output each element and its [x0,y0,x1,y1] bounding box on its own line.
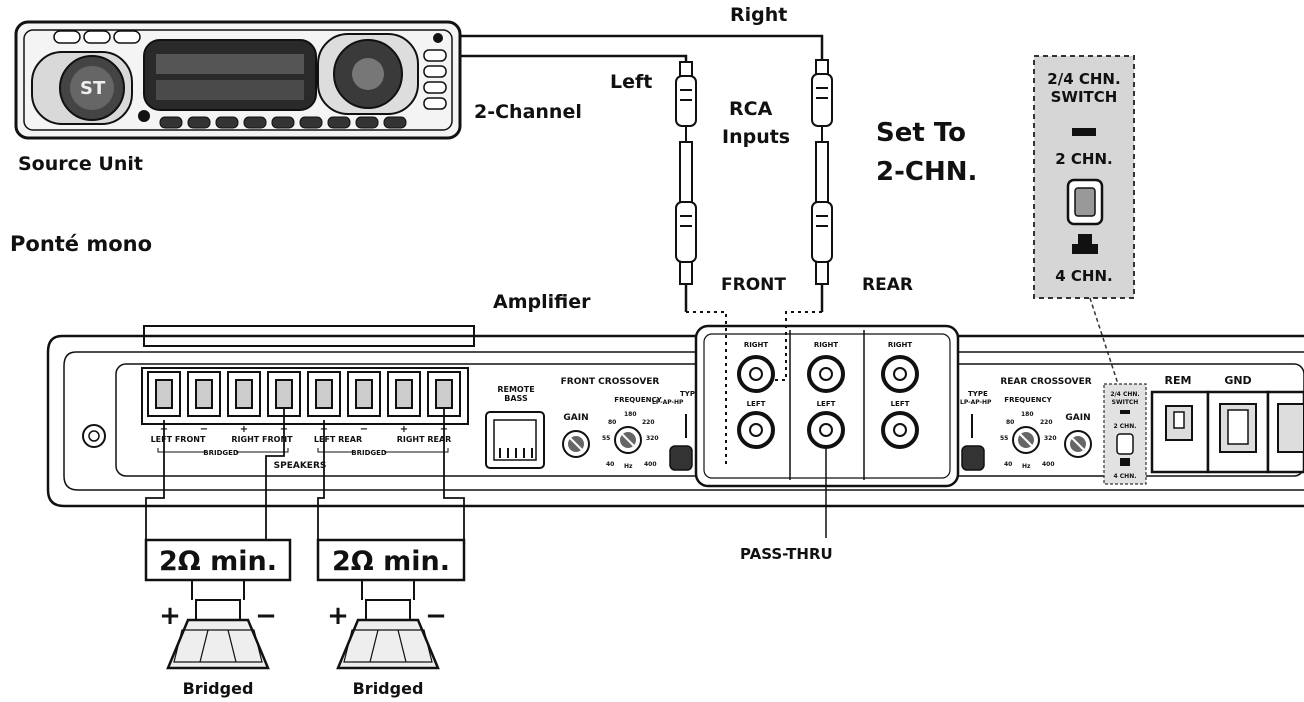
pass-thru-label: PASS-THRU [740,545,833,563]
switch-callout-2chn: 2 CHN. [1055,150,1112,168]
rear-type-switch-icon[interactable] [961,445,985,471]
pass-left-label: LEFT [817,400,836,408]
rear-hz: Hz [1022,463,1031,470]
front-tick-55: 55 [602,435,610,442]
source-unit-label: Source Unit [18,153,143,175]
speaker-2-minus: − [425,601,447,631]
rear-tick-80: 80 [1006,419,1014,426]
bridged-mono-label: Ponté mono [10,232,152,256]
left-cable-label: Left [610,71,652,93]
bridged-front-small: BRIDGED [203,449,239,457]
rear-tick-180: 180 [1021,411,1034,418]
amplifier: + − + − + − + − LEFT FRONT RIGHT FRONT L… [46,311,1304,538]
remote-bass-line1: REMOTE [497,385,534,394]
set-to-label-line1: Set To [876,118,966,148]
rear-tick-55: 55 [1000,435,1008,442]
amp-switch-line1: 2/4 CHN. [1110,391,1139,398]
front-tick-180: 180 [624,411,637,418]
rear-type-label: TYPE [968,390,988,398]
switch-callout-title-line2: SWITCH [1051,88,1118,106]
right-front-label: RIGHT FRONT [231,435,293,444]
remote-bass-line2: BASS [504,394,528,403]
svg-text:ST: ST [80,78,106,99]
speaker-2-cone-icon [336,618,440,670]
two-channel-label: 2-Channel [474,101,582,123]
front-tick-40: 40 [606,461,614,468]
front-crossover-label: FRONT CROSSOVER [561,377,660,387]
speaker-2-impedance: 2Ω min. [332,546,450,577]
front-label: FRONT [721,275,786,295]
pass-right-label: RIGHT [814,341,839,349]
front-tick-320: 320 [646,435,659,442]
speaker-1-cone-icon [166,618,270,670]
speaker-2-plus: + [327,601,349,631]
left-rear-label: LEFT REAR [314,435,362,444]
switch-callout: 2/4 CHN. SWITCH 2 CHN. 4 CHN. [1033,55,1135,385]
rear-crossover-label: REAR CROSSOVER [1000,377,1091,387]
set-to-label-line2: 2-CHN. [876,157,977,187]
front-type-options: LP-AP-HP [652,399,684,406]
speaker-1-plus: + [159,601,181,631]
speaker-1-magnet-icon [195,599,241,621]
rca-label-line1: RCA [729,98,773,120]
speaker-2: 2Ω min. + − Bridged [316,538,466,698]
term-lr-minus: − [360,424,368,435]
switch-callout-title-line1: 2/4 CHN. [1047,70,1120,88]
speaker-2-magnet-icon [365,599,411,621]
right-cable-label: Right [730,4,787,26]
rca-plug-right-icon [811,59,833,312]
speakers-small-label: SPEAKERS [274,461,327,471]
rca-cable-left [460,54,688,312]
rca-label-line2: Inputs [722,126,790,148]
front-hz: Hz [624,463,633,470]
amp-switch-2chn: 2 CHN. [1114,423,1137,430]
rear-label: REAR [862,275,913,295]
term-lf-minus: − [200,424,208,435]
rear-type-options: LP-AP-HP [960,399,992,406]
front-rca-left-label: LEFT [747,400,766,408]
switch-down-indicator-icon [1072,244,1098,254]
rear-tick-400: 400 [1042,461,1055,468]
front-gain-label: GAIN [563,413,588,423]
speaker-1-caption: Bridged [183,679,254,698]
front-rca-right-label: RIGHT [744,341,769,349]
rear-frequency-label: FREQUENCY [1004,396,1052,404]
rear-tick-40: 40 [1004,461,1012,468]
speaker-1-minus: − [255,601,277,631]
gnd-terminal-label: GND [1224,374,1251,387]
front-frequency-label: FREQUENCY [614,396,662,404]
front-tick-80: 80 [608,419,616,426]
switch-up-indicator-icon [1072,128,1096,136]
rear-gain-label: GAIN [1065,413,1090,423]
rear-rca-left-label: LEFT [891,400,910,408]
amp-switch-line2: SWITCH [1112,399,1139,406]
front-tick-400: 400 [644,461,657,468]
front-type-label: TYPE [680,390,700,398]
rear-tick-320: 320 [1044,435,1057,442]
amp-switch-toggle-icon[interactable] [1116,433,1134,455]
rear-tick-220: 220 [1040,419,1053,426]
speaker-2-caption: Bridged [353,679,424,698]
front-tick-220: 220 [642,419,655,426]
amp-switch-4chn: 4 CHN. [1114,473,1137,480]
term-rf-plus: + [240,424,248,435]
front-type-switch-icon[interactable] [669,445,693,471]
speaker-1: 2Ω min. + − Bridged [144,538,292,698]
left-front-label: LEFT FRONT [151,435,206,444]
rca-plug-left-icon [675,61,697,312]
right-rear-label: RIGHT REAR [397,435,452,444]
switch-callout-4chn: 4 CHN. [1055,267,1112,285]
speaker-1-impedance: 2Ω min. [159,546,277,577]
bridged-rear-small: BRIDGED [351,449,387,457]
source-unit: ST [14,20,462,140]
term-rr-plus: + [400,424,408,435]
rear-rca-right-label: RIGHT [888,341,913,349]
amplifier-label: Amplifier [493,291,591,313]
rem-terminal-label: REM [1165,374,1192,387]
